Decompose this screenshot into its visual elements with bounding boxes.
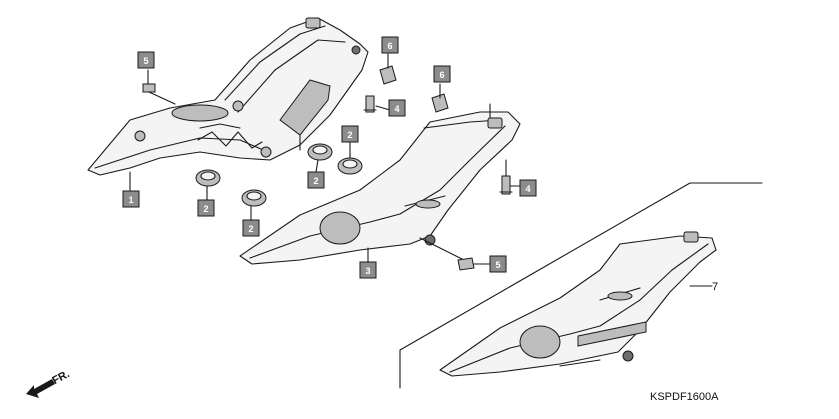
part-7-side-cover-variant xyxy=(399,182,763,389)
svg-text:6: 6 xyxy=(439,70,444,80)
screw-5-lower xyxy=(457,257,475,271)
leader-lines xyxy=(129,53,521,265)
callout-4-b: 4 xyxy=(519,179,537,197)
part-1-inner-cover xyxy=(87,17,369,176)
svg-text:5: 5 xyxy=(495,260,500,270)
svg-text:4: 4 xyxy=(525,184,530,194)
svg-text:1: 1 xyxy=(128,195,133,205)
callout-3: 3 xyxy=(359,261,377,279)
grommet-2-a xyxy=(195,169,221,187)
callout-6-b: 6 xyxy=(433,65,451,83)
svg-text:2: 2 xyxy=(203,204,208,214)
callout-1: 1 xyxy=(122,190,140,208)
clip-6-upper xyxy=(379,65,397,85)
grommet-2-b xyxy=(241,189,267,207)
callout-5-a: 5 xyxy=(137,51,155,69)
callout-4-a: 4 xyxy=(388,99,406,117)
svg-text:2: 2 xyxy=(347,130,352,140)
svg-text:4: 4 xyxy=(394,104,399,114)
callout-2-b: 2 xyxy=(242,219,260,237)
front-direction-label: FR. xyxy=(50,368,71,387)
bolt-4-upper xyxy=(363,95,377,113)
callout-2-a: 2 xyxy=(197,199,215,217)
grommet-2-d xyxy=(337,157,363,175)
screw-5-upper xyxy=(142,83,176,105)
grommet-2-c xyxy=(307,143,333,161)
bolt-4-right xyxy=(499,159,513,195)
svg-text:6: 6 xyxy=(387,41,392,51)
svg-text:2: 2 xyxy=(248,224,253,234)
part-3-side-cover xyxy=(239,103,521,265)
callout-2-c: 2 xyxy=(307,171,325,189)
callout-7: 7 xyxy=(712,281,718,293)
svg-text:5: 5 xyxy=(143,56,148,66)
svg-text:2: 2 xyxy=(313,176,318,186)
front-direction-arrow-icon xyxy=(26,379,55,398)
diagram-code: KSPDF1600A xyxy=(650,391,719,403)
svg-text:3: 3 xyxy=(365,266,370,276)
callout-6-a: 6 xyxy=(381,36,399,54)
callout-5-b: 5 xyxy=(489,255,507,273)
callout-2-d: 2 xyxy=(341,125,359,143)
